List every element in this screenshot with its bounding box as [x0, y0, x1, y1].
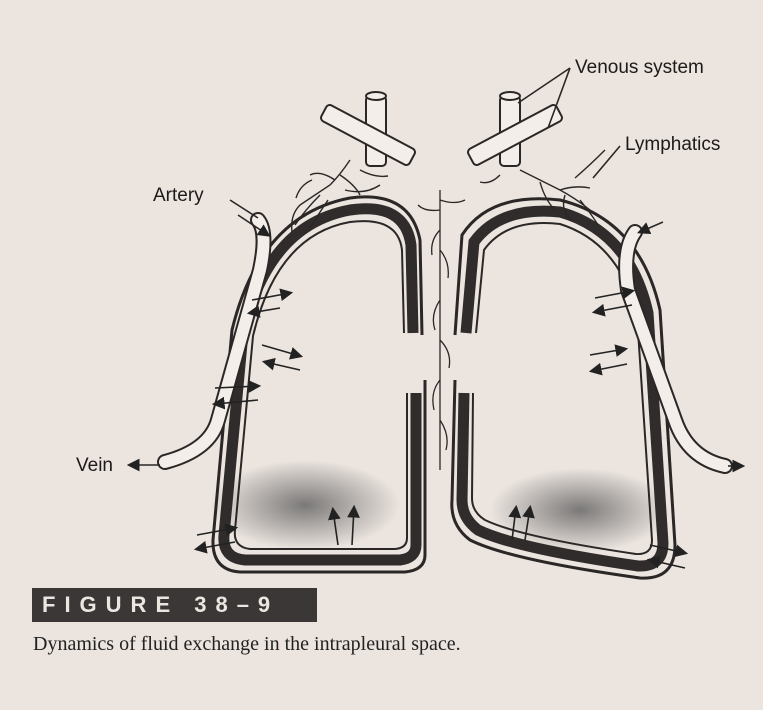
lymphatics-label: Lymphatics — [625, 135, 720, 154]
left-fluid-shading — [210, 460, 400, 550]
vein-label: Vein — [76, 456, 113, 475]
right-venous-pipes — [467, 92, 564, 166]
artery-label: Artery — [153, 186, 204, 205]
figure-caption: Dynamics of fluid exchange in the intrap… — [33, 633, 461, 656]
left-venous-pipes — [320, 92, 417, 166]
venous-system-label: Venous system — [575, 58, 704, 77]
figure-number-banner: FIGURE 38–9 — [32, 588, 317, 622]
